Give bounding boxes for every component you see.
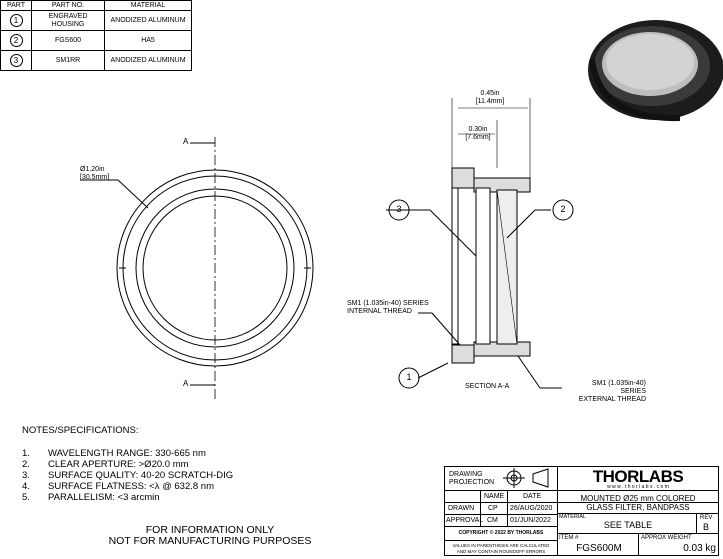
diameter-label: Ø1.20in [30.5mm] <box>80 166 110 181</box>
callout-1: 1 <box>406 372 412 382</box>
dimension-overall-width: 0.45in [11.4mm] <box>475 90 505 105</box>
parts-row-1: 1 ENGRAVED HOUSING ANODIZED ALUMINUM <box>0 10 192 31</box>
parts-table: PART PART NO. MATERIAL 1 ENGRAVED HOUSIN… <box>0 0 192 71</box>
parts-row-2: 2 FGS600 HA5 <box>0 30 192 51</box>
item-value: FGS600M <box>576 543 622 554</box>
dimension-inner-width: 0.30in [7.6mm] <box>465 126 491 141</box>
internal-thread-label: SM1 (1.035in-40) SERIES INTERNAL THREAD <box>347 300 429 315</box>
section-caption: SECTION A-A <box>465 383 510 390</box>
callout-2: 2 <box>560 204 566 214</box>
drawn-name: CP <box>488 505 498 512</box>
rounding-note: VALUES IN PARENTHESIS ARE CALCULATED AND… <box>452 543 550 554</box>
title-block-frame <box>444 466 719 556</box>
material-value: SEE TABLE <box>603 520 653 530</box>
part-no-cell: SM1RR <box>31 50 105 71</box>
copyright: COPYRIGHT © 2022 BY THORLABS <box>458 530 544 536</box>
note-item: 2.CLEAR APERTURE: >Ø20.0 mm <box>22 459 189 470</box>
drawn-date: 26/AUG/2020 <box>510 505 553 512</box>
disclaimer: FOR INFORMATION ONLY NOT FOR MANUFACTURI… <box>108 524 312 547</box>
section-mark-bottom: A <box>183 379 189 388</box>
approval-name: CM <box>487 517 498 524</box>
section-mark-top: A <box>183 137 189 146</box>
projection-label: DRAWING PROJECTION <box>449 471 495 486</box>
part-number-circle: 3 <box>9 54 23 67</box>
date-header: DATE <box>523 493 542 500</box>
drawn-label: DRAWN <box>448 505 475 512</box>
drawing-title: MOUNTED Ø25 mm COLORED GLASS FILTER, BAN… <box>580 494 696 512</box>
callout-3: 3 <box>396 204 402 214</box>
notes-heading: NOTES/SPECIFICATIONS: <box>22 425 139 436</box>
name-header: NAME <box>484 493 505 500</box>
website: w w w . t h o r l a b s . c o m <box>607 484 669 490</box>
approval-date: 01/JUN/2022 <box>510 517 551 524</box>
front-view <box>80 137 314 400</box>
item-label: ITEM # <box>559 535 579 541</box>
weight-value: 0.03 kg <box>683 543 716 554</box>
material-cell: ANODIZED ALUMINUM <box>104 50 192 71</box>
section-view <box>386 98 562 389</box>
parts-header-row: PART PART NO. MATERIAL <box>0 0 192 11</box>
projection-symbol <box>503 468 549 488</box>
rev-label: REV <box>700 515 713 521</box>
material-label: MATERIAL <box>559 514 587 520</box>
notes-list: 1.WAVELENGTH RANGE: 330-665 nm 2.CLEAR A… <box>22 448 233 503</box>
part-number-circle: 2 <box>9 34 23 47</box>
approval-label: APPROVAL <box>446 517 484 524</box>
thorlabs-logo: THORLABS <box>592 467 684 486</box>
note-item: 5.PARALLELISM: <3 arcmin <box>22 492 160 503</box>
callout-circles <box>388 199 574 389</box>
part-number-circle: 1 <box>9 14 23 27</box>
rev-value: B <box>703 522 710 532</box>
note-item: 3.SURFACE QUALITY: 40-20 SCRATCH-DIG <box>22 470 234 481</box>
parts-row-3: 3 SM1RR ANODIZED ALUMINUM <box>0 50 192 71</box>
product-photo <box>588 20 723 122</box>
note-item: 1.WAVELENGTH RANGE: 330-665 nm <box>22 448 206 459</box>
weight-label: APPROX WEIGHT <box>641 535 692 541</box>
external-thread-label: SM1 (1.035in-40) SERIES EXTERNAL THREAD <box>578 380 646 403</box>
note-item: 4.SURFACE FLATNESS: <λ @ 632.8 nm <box>22 481 215 492</box>
